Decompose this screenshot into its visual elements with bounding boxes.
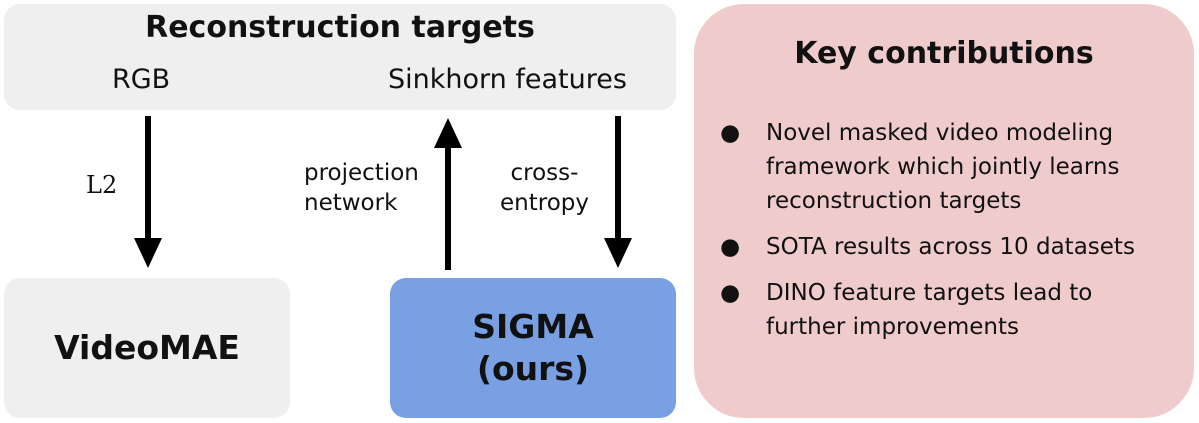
arrow-rgb-to-videomae bbox=[134, 116, 162, 268]
contribution-item: ● Novel masked video modeling framework … bbox=[714, 116, 1174, 218]
key-contributions-panel: Key contributions ● Novel masked video m… bbox=[694, 4, 1194, 418]
bullet-icon: ● bbox=[720, 280, 741, 306]
contribution-text: SOTA results across 10 datasets bbox=[766, 234, 1135, 260]
rgb-target-label: RGB bbox=[112, 64, 171, 95]
arrow-sigma-to-sinkhorn bbox=[434, 118, 462, 270]
diagram-arrows bbox=[134, 116, 632, 270]
videomae-label: VideoMAE bbox=[54, 328, 240, 367]
cross-entropy-label: cross- entropy bbox=[500, 158, 589, 218]
reconstruction-targets-box bbox=[4, 4, 676, 110]
contribution-text: Novel masked video modeling framework wh… bbox=[766, 120, 1120, 214]
sigma-label: SIGMA bbox=[472, 307, 594, 346]
bullet-icon: ● bbox=[720, 234, 741, 260]
arrow-sinkhorn-to-sigma bbox=[604, 116, 632, 268]
l2-loss-label: L2 bbox=[86, 171, 118, 199]
bullet-icon: ● bbox=[720, 120, 741, 146]
reconstruction-targets-title: Reconstruction targets bbox=[145, 10, 535, 45]
projection-label-line-2: network bbox=[304, 190, 398, 216]
projection-network-label: projection network bbox=[304, 158, 419, 218]
videomae-box: VideoMAE bbox=[4, 278, 290, 418]
sigma-ours-label: (ours) bbox=[476, 349, 590, 388]
contribution-item: ● DINO feature targets lead to further i… bbox=[714, 276, 1174, 344]
sinkhorn-target-label: Sinkhorn features bbox=[388, 64, 627, 95]
cross-entropy-label-line-1: cross- bbox=[510, 160, 579, 186]
cross-entropy-label-line-2: entropy bbox=[500, 190, 589, 216]
sigma-box: SIGMA (ours) bbox=[390, 278, 676, 418]
contribution-text: DINO feature targets lead to further imp… bbox=[766, 280, 1093, 340]
contributions-list: ● Novel masked video modeling framework … bbox=[714, 116, 1174, 356]
contribution-item: ● SOTA results across 10 datasets bbox=[714, 230, 1174, 264]
projection-label-line-1: projection bbox=[304, 160, 419, 186]
key-contributions-title: Key contributions bbox=[794, 36, 1094, 71]
